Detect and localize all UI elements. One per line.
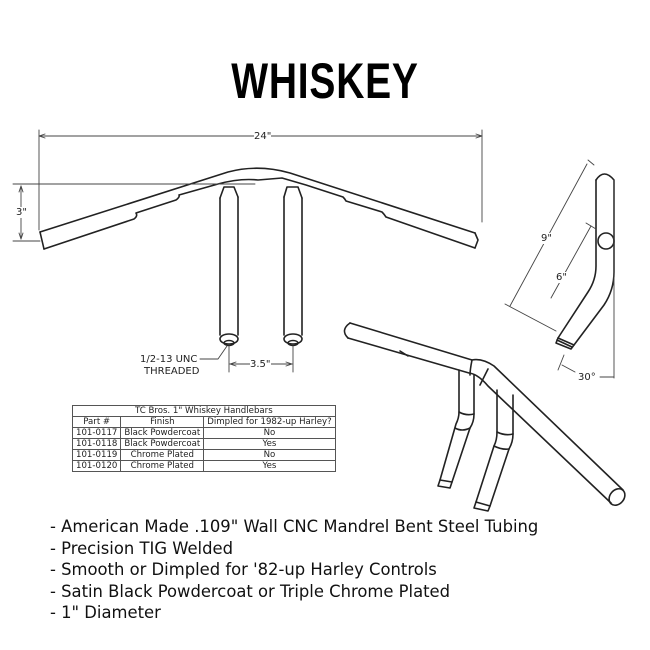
feature-list: - American Made .109" Wall CNC Mandrel B… [50,516,538,624]
part-number-cell: 101-0118 [71,438,122,450]
dimpled-cell: Yes [203,460,336,472]
isometric-view-handlebar [343,322,626,512]
dimpled-cell: No [203,449,336,461]
thread-label-line2: THREADED [144,366,200,377]
product-title: WHISKEY [231,53,419,109]
table-row: 101-0117 Black Powdercoat No [71,427,336,439]
center-spacing-label: 3.5" [250,359,271,370]
header-dimpled: Dimpled for 1982-up Harley? [203,416,336,428]
finish-cell: Black Powdercoat [120,438,205,450]
dimpled-cell: No [203,427,336,439]
part-number-cell: 101-0120 [71,460,122,472]
table-header-row: Part # Finish Dimpled for 1982-up Harley… [71,416,336,428]
table-caption: TC Bros. 1" Whiskey Handlebars [72,405,336,417]
front-view-handlebar [39,167,479,347]
finish-cell: Chrome Plated [120,449,205,461]
width-dimension-label: 24" [254,131,272,142]
height-dimension-label: 9" [541,233,552,244]
dimpled-cell: Yes [203,438,336,450]
angle-dimension-label: 30° [578,372,596,383]
feature-item: - Precision TIG Welded [50,538,234,558]
finish-cell: Black Powdercoat [120,427,205,439]
header-part-number: Part # [71,416,122,428]
feature-item: - 1" Diameter [50,603,161,622]
part-number-cell: 101-0117 [71,427,122,439]
table-caption-row: TC Bros. 1" Whiskey Handlebars [72,405,336,417]
feature-item: - Smooth or Dimpled for '82-up Harley Co… [50,560,437,579]
feature-item: - Satin Black Powdercoat or Triple Chrom… [50,581,451,601]
table-row: 101-0119 Chrome Plated No [71,449,336,461]
rise-dimension-label: 3" [16,207,27,218]
thread-label: 1/2-13 UNC THREADED [140,354,199,378]
clamp-dimension-label: 6" [556,272,567,283]
finish-cell: Chrome Plated [120,460,205,472]
part-number-cell: 101-0119 [71,449,122,461]
feature-item: - American Made .109" Wall CNC Mandrel B… [50,517,539,536]
thread-label-line1: 1/2-13 UNC [140,354,198,365]
header-finish: Finish [120,416,205,428]
spec-table: TC Bros. 1" Whiskey Handlebars Part # Fi… [71,405,336,472]
table-row: 101-0118 Black Powdercoat Yes [71,438,336,450]
table-row: 101-0120 Chrome Plated Yes [71,460,336,472]
side-view-handlebar [555,173,615,350]
